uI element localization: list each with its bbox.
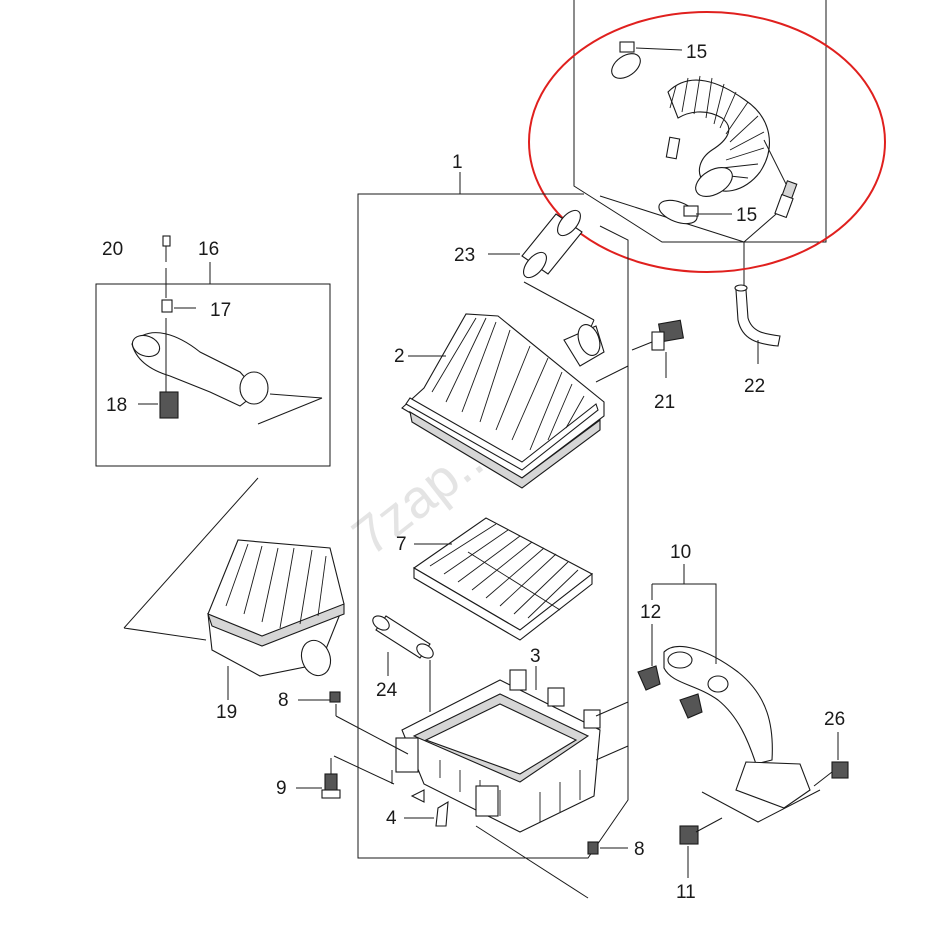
duct-connector[interactable] [488, 206, 595, 339]
callout-2: 2 [394, 346, 405, 367]
highlight-ellipse [528, 11, 886, 273]
callout-8b: 8 [634, 839, 645, 860]
callout-12: 12 [640, 602, 661, 623]
nut-upper[interactable] [298, 691, 409, 755]
callout-15b: 15 [736, 205, 757, 226]
nut-lower[interactable] [475, 825, 628, 899]
callout-9: 9 [276, 778, 287, 799]
hose-clamp-bottom[interactable] [656, 196, 700, 228]
callout-22: 22 [744, 376, 765, 397]
callout-18: 18 [106, 395, 127, 416]
callout-4: 4 [386, 808, 397, 829]
callout-23: 23 [454, 245, 475, 266]
mounting-bolt[interactable] [296, 755, 395, 799]
hose-fitting-pin[interactable] [665, 136, 798, 219]
breather-hose[interactable] [734, 284, 781, 364]
callout-24: 24 [376, 680, 398, 701]
callout-16: 16 [198, 239, 219, 260]
callout-3: 3 [530, 646, 541, 667]
callout-21: 21 [654, 392, 675, 413]
assembly-box [357, 172, 629, 859]
resonator-tube[interactable] [370, 613, 436, 712]
rubber-grommet[interactable] [637, 624, 703, 719]
callout-15a: 15 [686, 42, 707, 63]
mounting-bracket[interactable] [651, 564, 821, 823]
callout-11: 11 [676, 882, 696, 903]
air-cleaner-lower-housing[interactable] [395, 666, 629, 833]
hose-clamp-top[interactable] [607, 41, 645, 83]
callout-26: 26 [824, 709, 845, 730]
callout-8a: 8 [278, 690, 289, 711]
callout-labels: 1 2 3 4 7 8 8 9 10 11 12 15 15 16 17 18 … [102, 42, 845, 903]
resonator-inset [95, 235, 331, 467]
callout-7: 7 [396, 534, 407, 555]
air-temperature-sensor[interactable] [631, 319, 685, 378]
callout-20: 20 [102, 239, 123, 260]
callout-1: 1 [452, 152, 463, 173]
bracket-nut[interactable] [813, 732, 849, 787]
intake-hose-inset [573, 0, 827, 285]
intake-hose[interactable] [667, 75, 770, 202]
callout-17: 17 [210, 300, 231, 321]
resonator-body[interactable] [123, 477, 345, 700]
bracket-bolt[interactable] [679, 817, 723, 878]
callout-19: 19 [216, 702, 237, 723]
air-filter-element[interactable] [412, 517, 594, 641]
retaining-clip[interactable] [391, 770, 449, 827]
air-cleaner-cover[interactable] [401, 313, 629, 489]
callout-10: 10 [670, 542, 691, 563]
